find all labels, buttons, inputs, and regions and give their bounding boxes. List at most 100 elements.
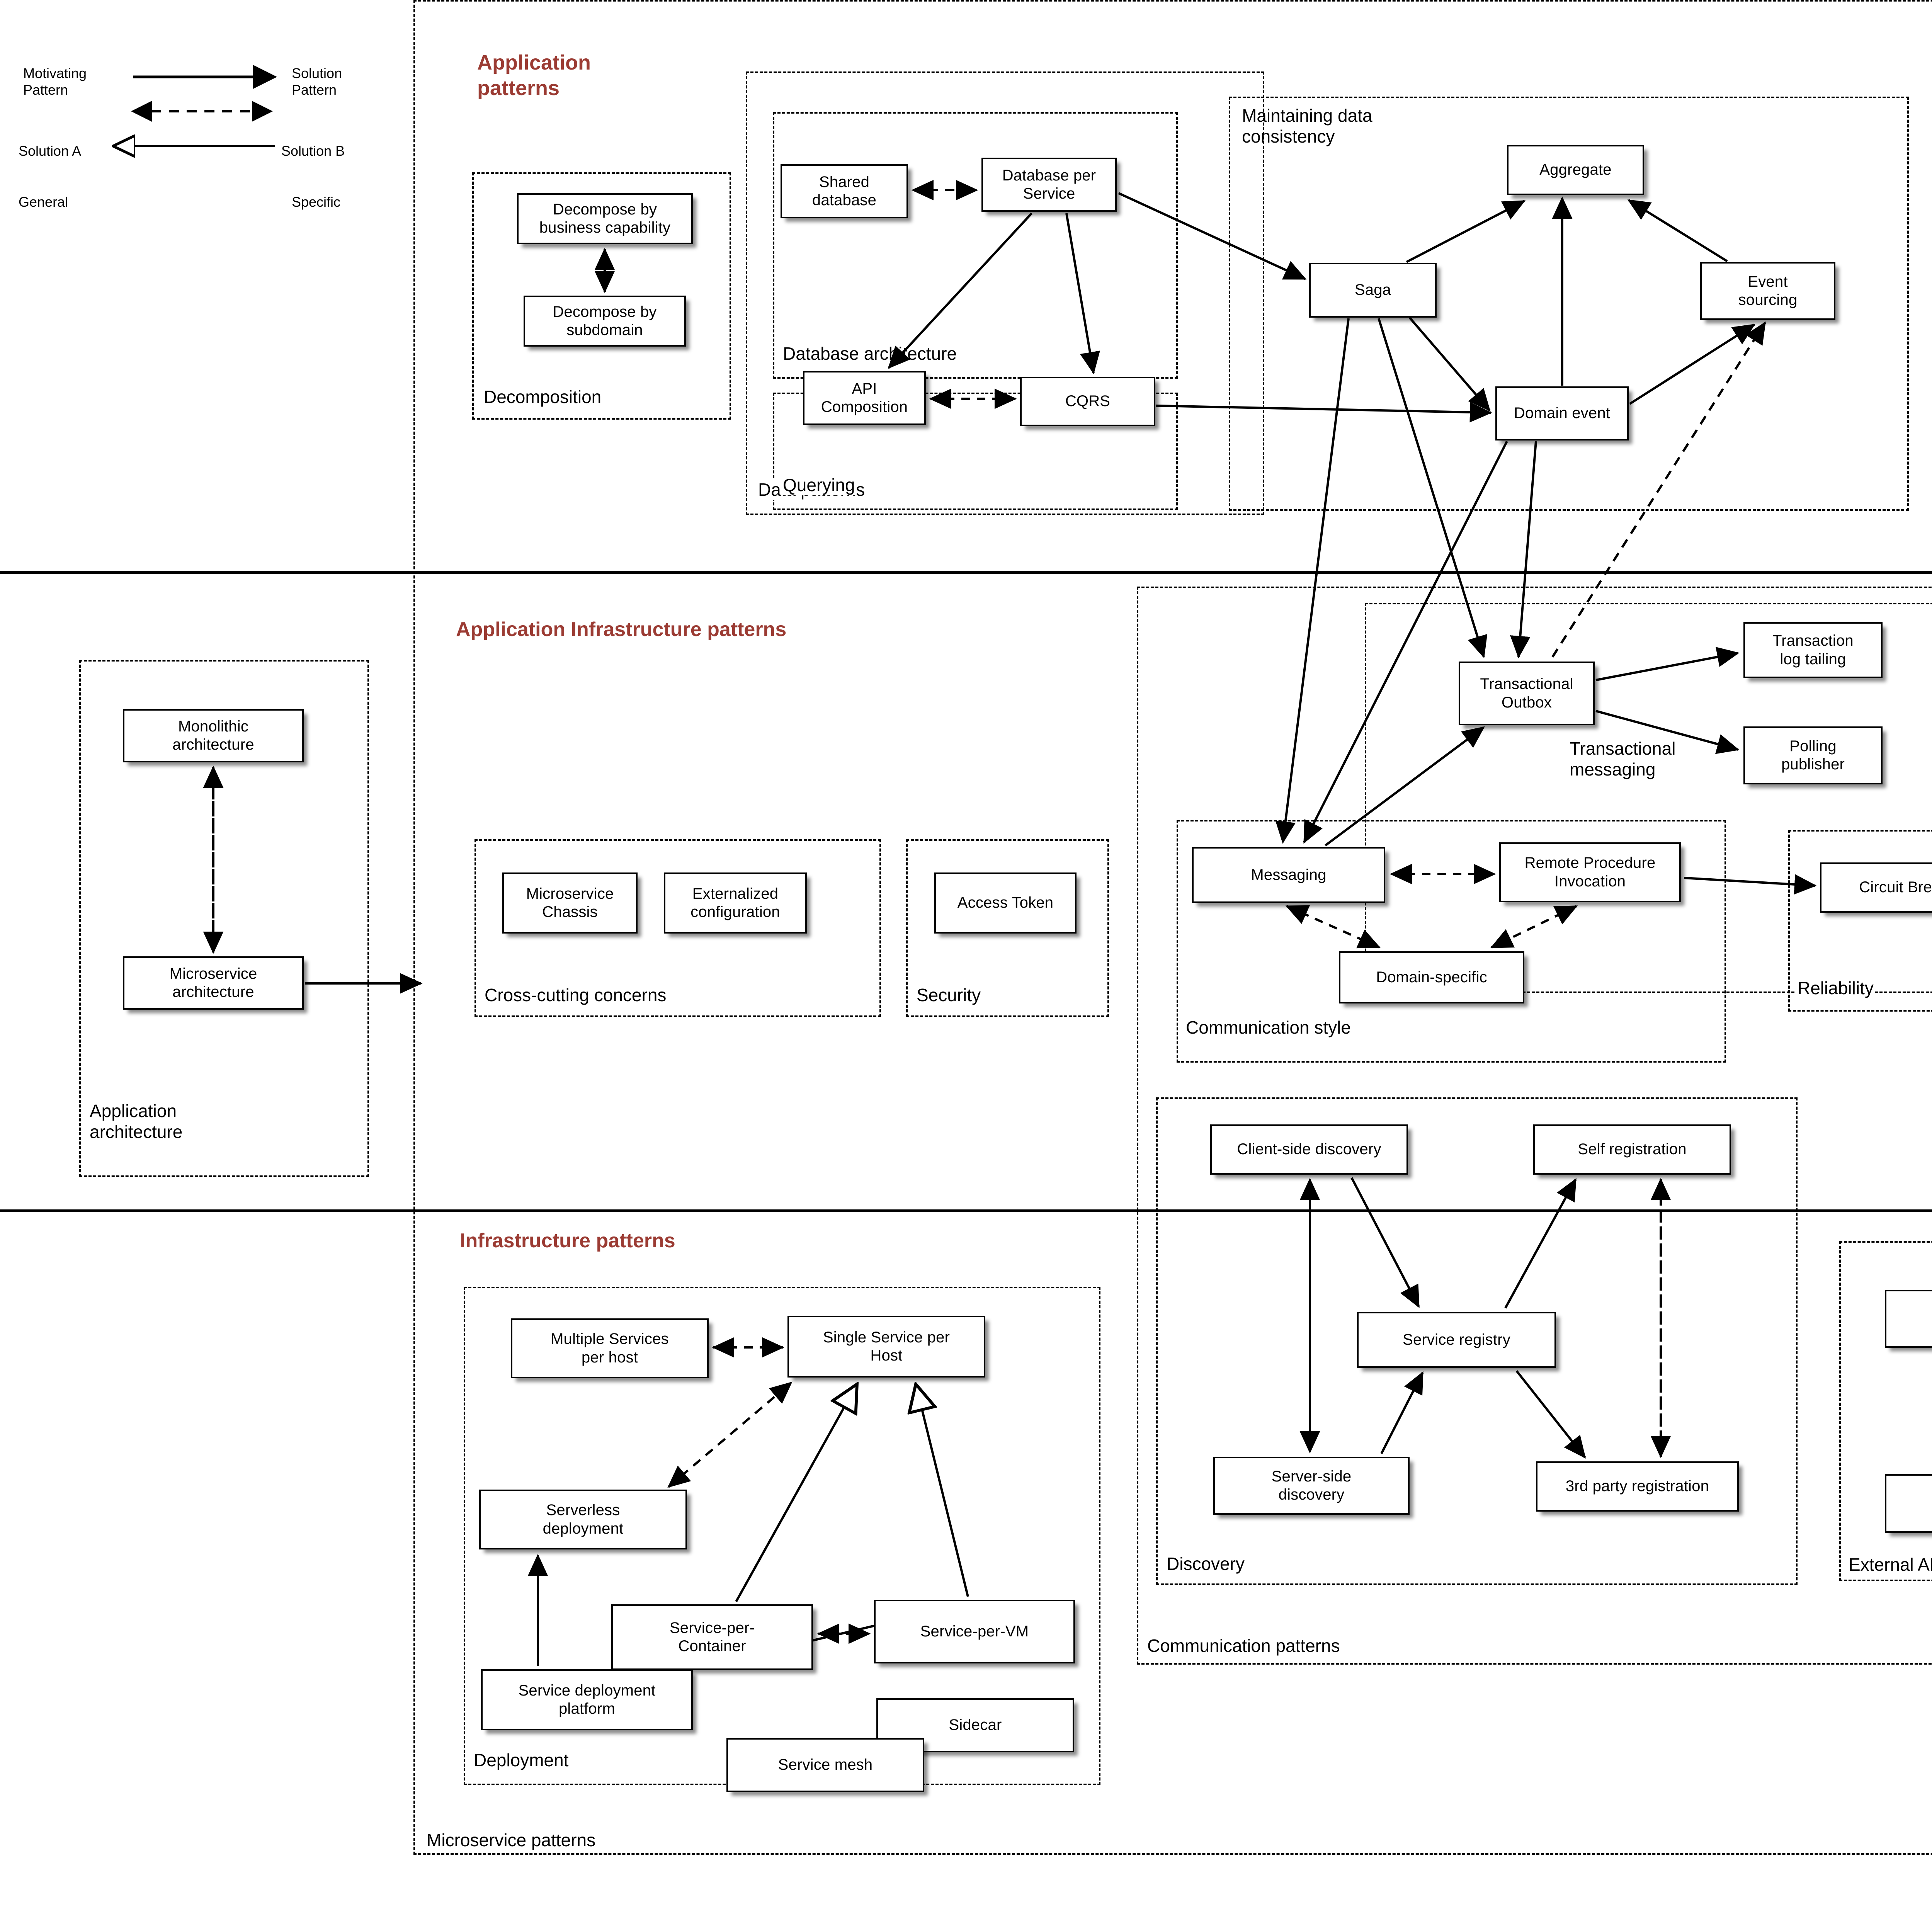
pattern-label: Transactional Outbox [1480,675,1573,711]
pattern-label: Decompose by business capability [539,201,671,236]
pattern-self-registration[interactable]: Self registration [1533,1124,1731,1175]
group-external-api [1839,1241,1932,1581]
pattern-label: Transaction log tailing [1772,632,1854,668]
pattern-decompose-by-subdomain[interactable]: Decompose by subdomain [524,296,686,347]
pattern-client-side-discovery[interactable]: Client-side discovery [1210,1124,1408,1175]
pattern-microservice-chassis[interactable]: Microservice Chassis [502,872,638,934]
pattern-label: API Composition [821,380,908,415]
group-label-communication-style: Communication style [1184,1017,1352,1038]
pattern-event-sourcing[interactable]: Event sourcing [1700,262,1835,320]
pattern-label: Domain event [1514,405,1611,422]
group-label-database-architecture: Database architecture [781,343,959,364]
group-data-patterns [746,71,1264,515]
pattern-label: Circuit Breaker [1859,879,1932,896]
pattern-label: Access Token [957,894,1054,912]
pattern-domain-specific[interactable]: Domain-specific [1339,951,1524,1003]
group-label-decomposition: Decomposition [482,386,603,407]
group-reliability [1788,830,1932,1012]
pattern-api-composition[interactable]: API Composition [803,371,926,425]
section-title-application-patterns: Application patterns [477,51,591,100]
pattern-transaction-log-tailing[interactable]: Transaction log tailing [1743,622,1883,678]
microservice-patterns-frame [413,0,1932,1855]
pattern-label: Server-side discovery [1271,1468,1352,1503]
pattern-label: Service registry [1403,1331,1510,1348]
pattern-label: Monolithic architecture [172,718,254,753]
pattern-transactional-outbox[interactable]: Transactional Outbox [1459,662,1595,725]
group-discovery [1156,1097,1798,1585]
pattern-database-per-service[interactable]: Database per Service [981,158,1117,212]
pattern-multiple-services-per-host[interactable]: Multiple Services per host [511,1318,709,1378]
divider-infrastructure [0,1209,1932,1212]
group-label-security: Security [915,985,983,1005]
pattern-decompose-by-business-capability[interactable]: Decompose by business capability [517,193,693,244]
pattern-label: Event sourcing [1738,273,1798,308]
group-label-external-api: External API [1847,1554,1932,1575]
pattern-service-per-vm[interactable]: Service-per-VM [874,1600,1075,1663]
pattern-polling-publisher[interactable]: Polling publisher [1743,726,1883,784]
pattern-label: CQRS [1065,393,1111,410]
group-label-transactional-messaging: Transactional messaging [1570,738,1676,779]
pattern-label: Saga [1354,281,1391,299]
pattern-backends-for-frontends[interactable]: Backends for frontends [1885,1474,1932,1533]
pattern-label: Aggregate [1539,161,1612,179]
group-label-deployment: Deployment [472,1750,570,1770]
legend-label-motivating-pattern: Motivating Pattern [23,65,87,98]
pattern-label: Service deployment platform [518,1682,656,1717]
pattern-microservice-architecture[interactable]: Microservice architecture [123,956,304,1010]
pattern-service-per-container[interactable]: Service-per- Container [611,1604,813,1670]
legend-label-general: General [19,194,68,210]
legend-label-specific: Specific [292,194,341,210]
pattern-access-token[interactable]: Access Token [934,872,1077,934]
pattern-label: Service mesh [778,1756,873,1774]
pattern-remote-procedure-invocation[interactable]: Remote Procedure Invocation [1499,842,1681,902]
group-label-maintaining-data-consistency: Maintaining data consistency [1242,105,1372,146]
section-title-application-infrastructure-patterns: Application Infrastructure patterns [456,618,787,641]
pattern-monolithic-architecture[interactable]: Monolithic architecture [123,709,304,762]
pattern-label: Domain-specific [1376,968,1487,986]
pattern-label: Messaging [1251,866,1327,883]
group-database-architecture [773,112,1178,379]
pattern-api-gateway[interactable]: API gateway [1885,1290,1932,1348]
group-label-application-architecture: Application architecture [90,1101,183,1142]
pattern-label: Remote Procedure Invocation [1524,854,1656,890]
group-label-discovery: Discovery [1165,1553,1246,1574]
pattern-server-side-discovery[interactable]: Server-side discovery [1213,1457,1410,1515]
pattern-label: Externalized configuration [690,885,780,920]
pattern-circuit-breaker[interactable]: Circuit Breaker [1820,862,1932,913]
pattern-3rd-party-registration[interactable]: 3rd party registration [1536,1461,1739,1512]
pattern-domain-event[interactable]: Domain event [1495,386,1629,440]
pattern-label: 3rd party registration [1565,1478,1709,1495]
pattern-label: Single Service per Host [823,1328,950,1364]
legend-connectors [0,65,277,270]
pattern-service-mesh[interactable]: Service mesh [726,1738,924,1792]
pattern-serverless-deployment[interactable]: Serverless deployment [479,1490,687,1549]
pattern-shared-database[interactable]: Shared database [781,164,908,218]
pattern-label: Shared database [812,173,877,209]
pattern-label: Self registration [1578,1141,1687,1158]
divider-application [0,571,1932,574]
pattern-externalized-configuration[interactable]: Externalized configuration [664,872,807,934]
pattern-label: Service-per-VM [920,1622,1029,1640]
pattern-label: Microservice architecture [169,965,257,1000]
group-label-reliability: Reliability [1796,978,1875,998]
pattern-label: Decompose by subdomain [553,303,657,338]
group-security [906,839,1109,1017]
pattern-label: Sidecar [949,1716,1002,1734]
pattern-label: Polling publisher [1781,737,1845,773]
pattern-cqrs[interactable]: CQRS [1020,377,1155,426]
group-label-querying: Querying [781,474,857,495]
pattern-service-registry[interactable]: Service registry [1357,1312,1556,1368]
pattern-messaging[interactable]: Messaging [1192,847,1385,903]
group-label-cross-cutting-concerns: Cross-cutting concerns [483,985,668,1005]
pattern-single-service-per-host[interactable]: Single Service per Host [787,1316,985,1378]
pattern-saga[interactable]: Saga [1309,263,1437,318]
pattern-service-deployment-platform[interactable]: Service deployment platform [481,1669,693,1730]
legend-label-solution-b: Solution B [281,143,345,159]
pattern-label: Multiple Services per host [551,1330,669,1366]
legend-label-solution-a: Solution A [19,143,82,159]
pattern-aggregate[interactable]: Aggregate [1507,145,1644,195]
microservice-patterns-label: Microservice patterns [425,1830,597,1850]
pattern-label: Database per Service [1002,167,1096,202]
pattern-sidecar[interactable]: Sidecar [876,1698,1074,1752]
